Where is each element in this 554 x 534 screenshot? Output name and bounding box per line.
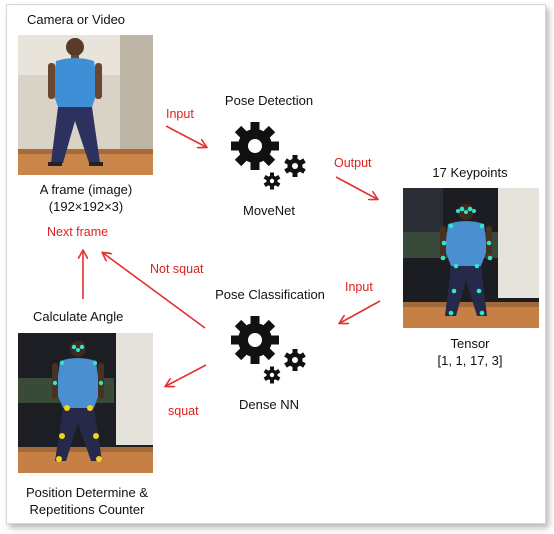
arrow-input-classification (340, 300, 381, 323)
camera-caption-line2: (192×192×3) (48, 199, 124, 214)
edge-label-next-frame: Next frame (47, 225, 109, 239)
angle-title: Calculate Angle (33, 309, 124, 324)
pose-classification-title: Pose Classification (215, 287, 325, 302)
keypoints-photo (403, 188, 539, 328)
arrow-not-squat (103, 253, 206, 329)
edge-label-not-squat: Not squat (150, 262, 204, 276)
pose-detection-caption: MoveNet (242, 203, 296, 218)
edge-label-input-detection: Input (166, 107, 194, 121)
edge-label-output: Output (334, 156, 372, 170)
gear-icon (229, 312, 309, 388)
angle-caption-line1: Position Determine & (25, 485, 149, 500)
arrow-squat (166, 364, 207, 386)
arrow-input-detection (165, 125, 206, 147)
keypoints-caption-line2: [1, 1, 17, 3] (437, 353, 503, 368)
pose-classification-caption: Dense NN (239, 397, 299, 412)
arrow-output-keypoints (335, 176, 377, 199)
angle-photo (18, 333, 153, 473)
angle-caption-line2: Repetitions Counter (29, 502, 145, 517)
keypoints-title: 17 Keypoints (432, 165, 508, 180)
camera-caption-line1: A frame (image) (39, 182, 133, 197)
gear-icon (229, 118, 309, 194)
pose-detection-title: Pose Detection (224, 93, 314, 108)
keypoints-caption-line1: Tensor (450, 336, 490, 351)
camera-photo (18, 35, 153, 175)
edge-label-input-classification: Input (345, 280, 373, 294)
camera-title: Camera or Video (27, 12, 126, 27)
edge-label-squat: squat (168, 404, 199, 418)
